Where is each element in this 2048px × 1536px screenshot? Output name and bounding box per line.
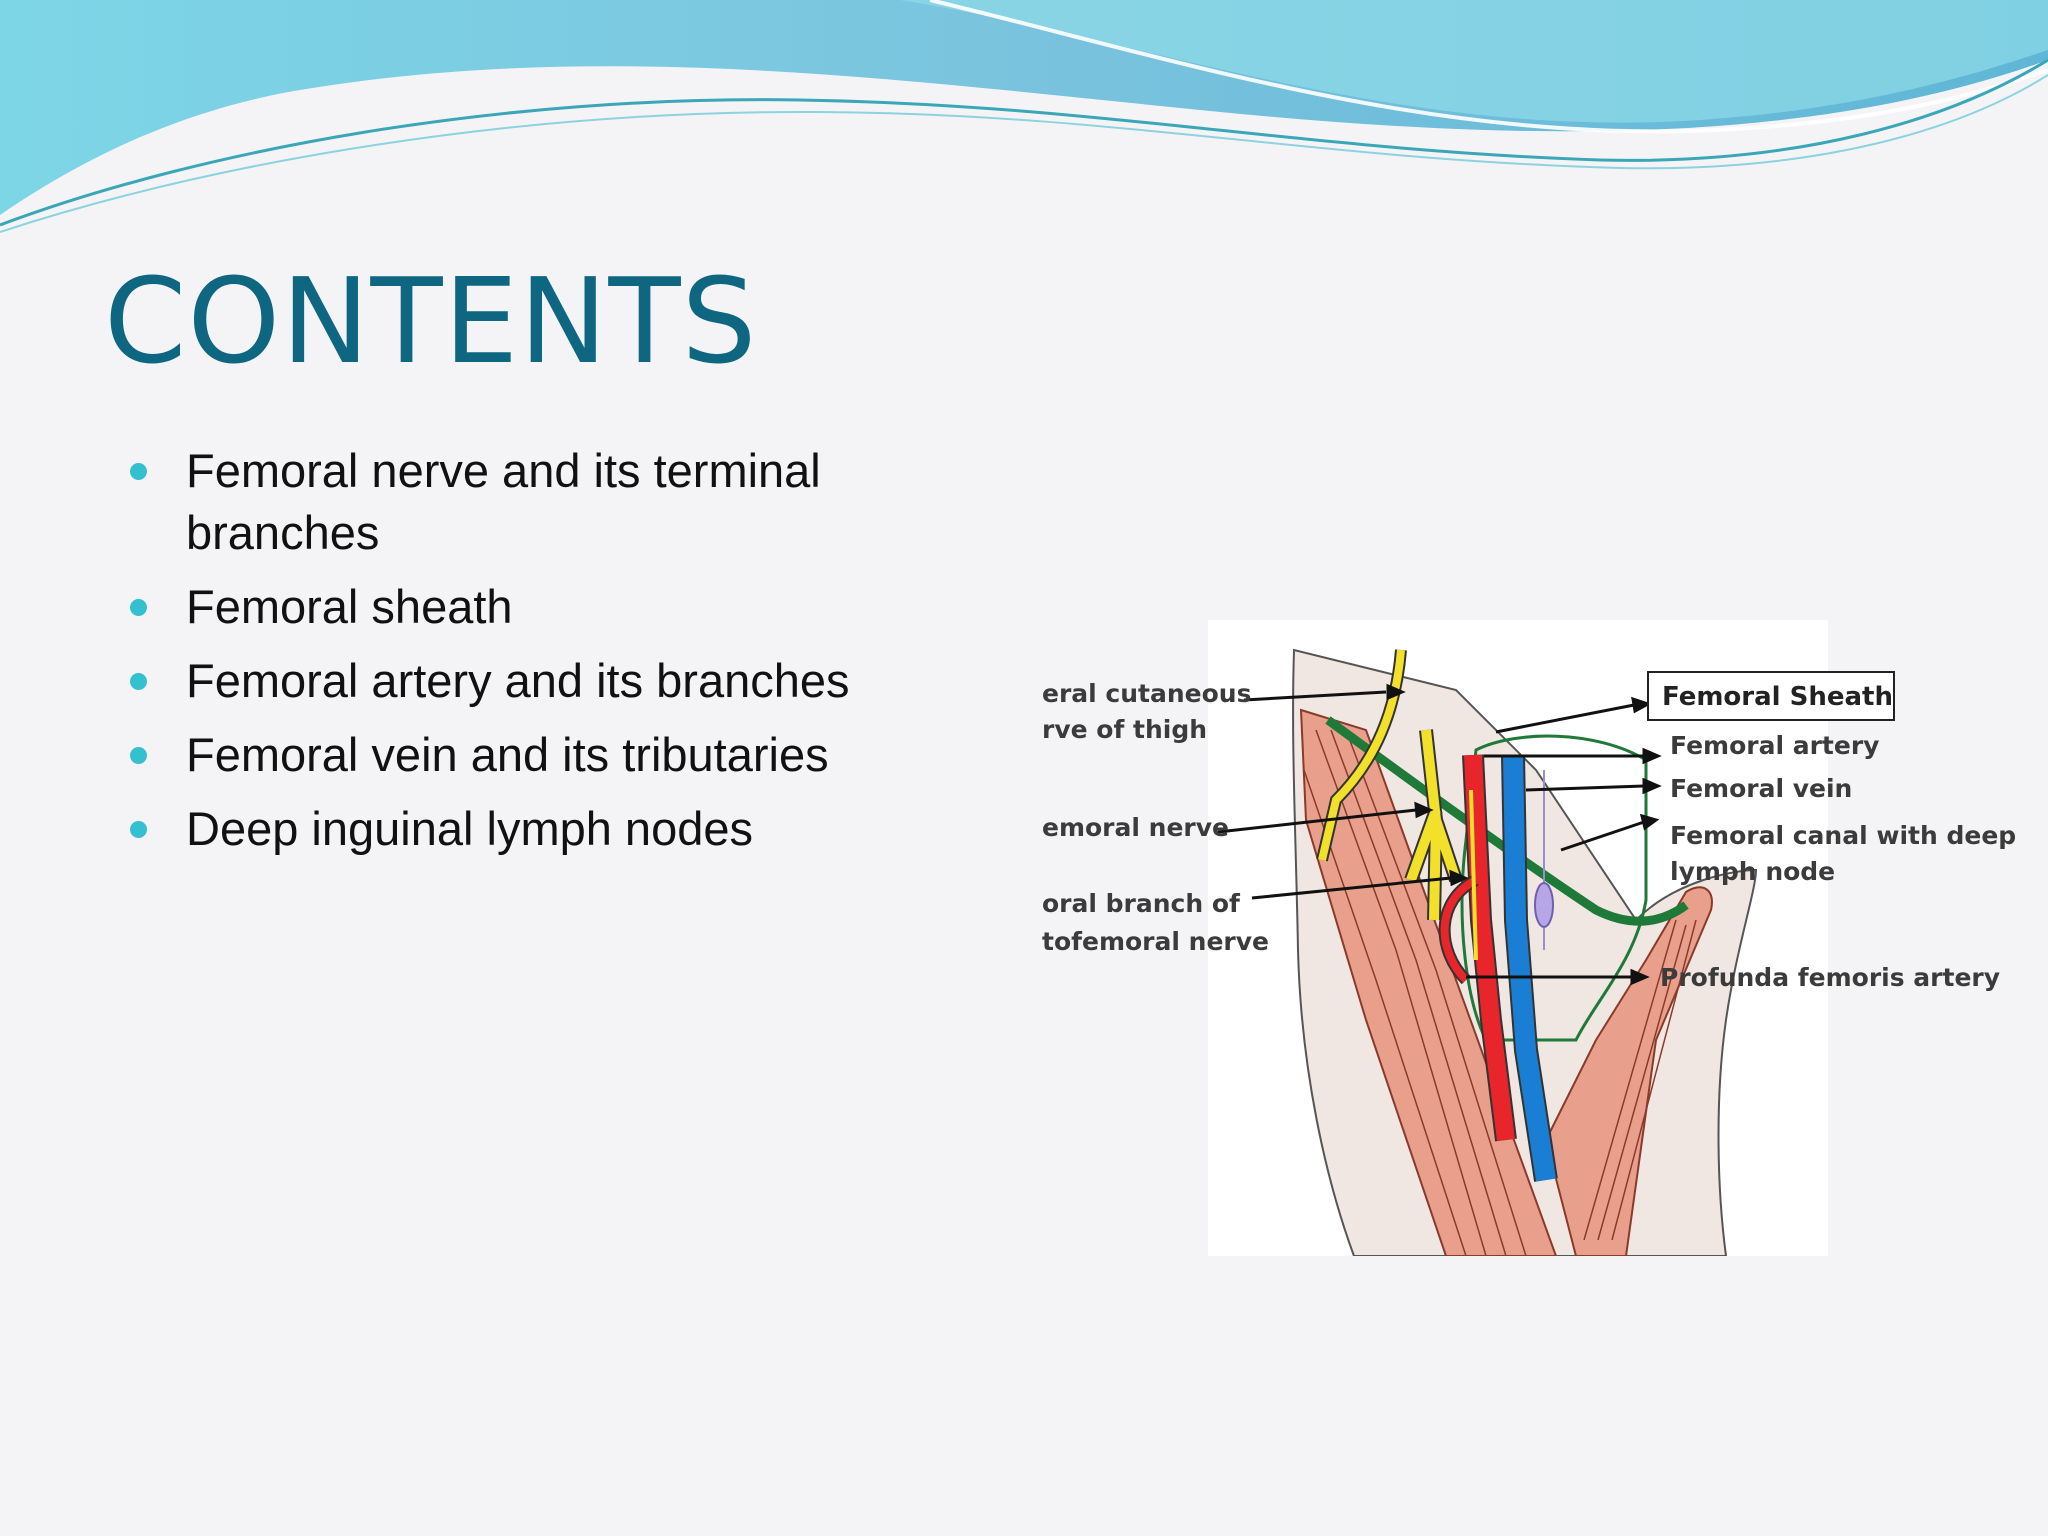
femoral-nerve [1406, 729, 1461, 921]
femoral-vein [1503, 754, 1556, 1182]
bullet-dot-icon [130, 673, 147, 690]
sartorius-muscle [1299, 708, 1558, 1256]
femoral-artery [1464, 754, 1515, 1142]
label-femoral-vein: Femoral vein [1670, 774, 1852, 803]
label-genito-1: oral branch of [1042, 889, 1241, 918]
contents-list: Femoral nerve and its terminal branches … [120, 440, 960, 872]
profunda-femoris-artery [1440, 876, 1478, 983]
list-item: Deep inguinal lymph nodes [120, 798, 960, 860]
header-wave-decoration [0, 0, 2048, 233]
lateral-cutaneous-nerve [1318, 649, 1405, 861]
label-femoral-sheath: Femoral Sheath [1662, 682, 1893, 712]
bullet-dot-icon [130, 821, 147, 838]
label-lateral-cutaneous-2: rve of thigh [1042, 715, 1207, 744]
femoral-sheath-outline [1460, 734, 1648, 1042]
lymph-node [1534, 882, 1554, 928]
label-femoral-canal-1: Femoral canal with deep in [1670, 821, 2016, 850]
femoral-sheath-diagram: eral cutaneous rve of thigh emoral nerve… [1036, 620, 2016, 1256]
label-femoral-canal-2: lymph node [1670, 857, 1835, 886]
label-femoral-nerve: emoral nerve [1042, 813, 1229, 842]
label-genito-2: tofemoral nerve [1042, 927, 1269, 956]
bullet-dot-icon [130, 747, 147, 764]
femoral-sheath-label-box [1647, 671, 1895, 721]
list-item: Femoral sheath [120, 576, 960, 638]
bullet-dot-icon [130, 463, 147, 480]
label-lateral-cutaneous-1: eral cutaneous [1042, 679, 1251, 708]
list-item: Femoral vein and its tributaries [120, 724, 960, 786]
slide-title: CONTENTS [104, 252, 758, 390]
list-item: Femoral artery and its branches [120, 650, 960, 712]
list-item: Femoral nerve and its terminal branches [120, 440, 960, 564]
bullet-dot-icon [130, 599, 147, 616]
inguinal-ligament [1325, 716, 1689, 926]
label-profunda: Profunda femoris artery [1660, 963, 2000, 992]
label-femoral-artery: Femoral artery [1670, 731, 1879, 760]
